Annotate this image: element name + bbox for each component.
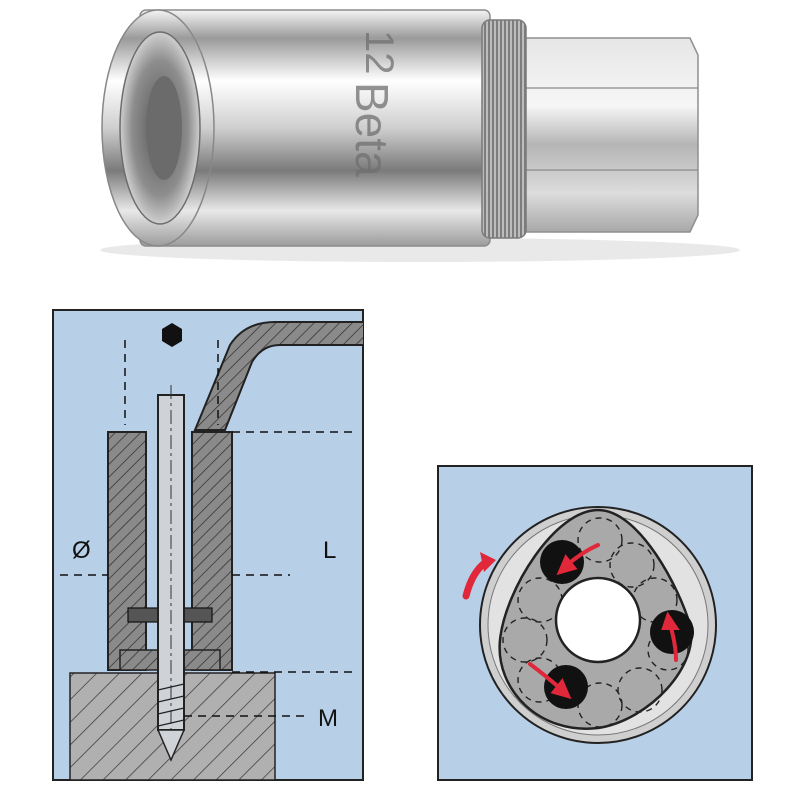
roller-top-left bbox=[540, 540, 584, 584]
wrench-handle bbox=[193, 321, 363, 431]
rotation-arrow-icon bbox=[462, 552, 496, 600]
dimension-lines bbox=[60, 340, 355, 717]
diameter-label: Ø bbox=[72, 537, 91, 564]
knurled-ring bbox=[481, 19, 527, 239]
size-engraving: 12 bbox=[357, 30, 401, 75]
roller-direction-arrows bbox=[528, 543, 680, 700]
hex-symbol-icon bbox=[162, 323, 182, 347]
section-diagram-panel: Ø L M bbox=[52, 309, 364, 781]
socket-wall-right bbox=[191, 431, 233, 671]
length-label: L bbox=[323, 537, 336, 564]
thread-label: M bbox=[318, 705, 338, 732]
roller-mechanism-panel bbox=[437, 465, 753, 781]
socket-wall-left bbox=[107, 431, 147, 671]
hex-drive-end bbox=[519, 37, 699, 233]
brand-engraving: Beta bbox=[346, 82, 398, 177]
socket-photo: 12 Beta bbox=[100, 9, 740, 262]
center-bore bbox=[554, 576, 642, 664]
